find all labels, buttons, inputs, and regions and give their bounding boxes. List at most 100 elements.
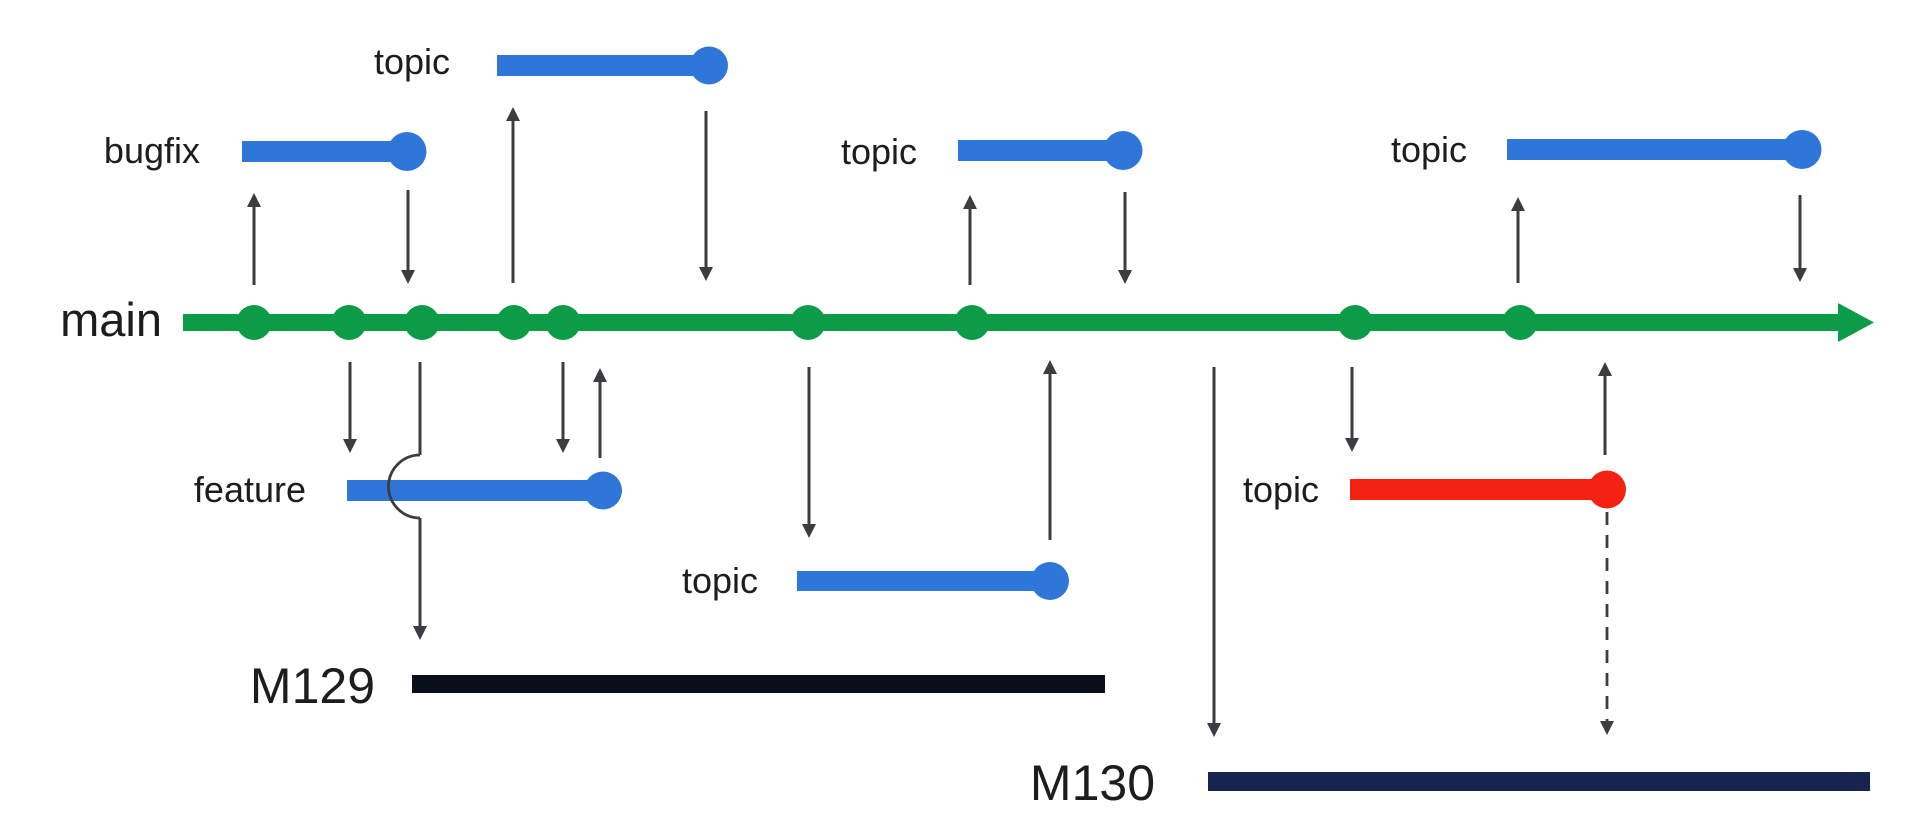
arrowhead-down-icon [1118, 270, 1132, 284]
release-arrow-m129 [387, 362, 427, 640]
branch-line [242, 141, 394, 162]
branch-off-arrow-bugfix [247, 193, 261, 285]
arrowhead-up-icon [1598, 362, 1612, 376]
branch-off-arrow-topic-red [1345, 367, 1359, 452]
arrowhead-down-icon [802, 524, 816, 538]
branch-off-arrow-topic-top [506, 107, 520, 283]
branch-line [497, 55, 693, 76]
arrow-shaft [406, 190, 410, 270]
merge-arrow-topic-middle [1118, 192, 1132, 284]
branch-topic-middle [958, 131, 1143, 170]
commit-dot [496, 305, 532, 340]
branch-line [347, 480, 589, 501]
branch-off-arrow-topic-middle [963, 195, 977, 285]
milestone-label: M129 [250, 658, 375, 714]
branch-feature [347, 471, 622, 510]
branch-head-dot [1103, 131, 1143, 170]
commit-dot [545, 305, 581, 340]
branch-off-arrow-feature [343, 362, 357, 453]
arrow-shaft [1603, 376, 1607, 455]
branch-line [1350, 479, 1594, 500]
arrow-shaft [418, 518, 422, 626]
arrow-shaft [1048, 374, 1052, 540]
branch-head-dot [1031, 562, 1069, 600]
branch-line [1507, 139, 1789, 160]
commit-dot [1337, 305, 1373, 340]
arrow-shaft [968, 209, 972, 285]
release-arrow-m130 [1207, 367, 1221, 737]
arrow-shaft [1798, 195, 1802, 268]
arrow-shaft [348, 362, 352, 439]
arrowhead-up-icon [1511, 197, 1525, 211]
main-branch-line [183, 314, 1839, 331]
commit-dot [954, 305, 990, 340]
milestone-label: M130 [1030, 755, 1155, 811]
update-arrow-main-to-feature [556, 362, 570, 453]
arrow-shaft [1212, 367, 1216, 723]
arrow-shaft [598, 382, 602, 458]
blue-branches [242, 46, 1822, 600]
milestone-m130: M130 [1030, 755, 1870, 811]
line-hop-arc [387, 453, 421, 520]
branch-bugfix [242, 132, 427, 171]
branch-head-dot [387, 132, 427, 171]
branch-label-topic-lower: topic [682, 560, 758, 601]
commit-dot [1502, 305, 1538, 340]
branch-topic-right [1507, 130, 1822, 169]
dashed-arrow-topic-red-to-m130 [1600, 512, 1614, 735]
commit-dot [404, 305, 440, 340]
arrow-shaft [252, 207, 256, 285]
branch-off-arrow-topic-lower [802, 367, 816, 538]
arrow-shaft [1516, 211, 1520, 283]
branch-topic-lower [797, 562, 1069, 600]
arrowhead-down-icon [413, 626, 427, 640]
arrowhead-down-icon [1207, 723, 1221, 737]
branch-off-arrow-topic-right [1511, 197, 1525, 283]
milestone-m129: M129 [250, 658, 1105, 714]
arrowhead-up-icon [1043, 360, 1057, 374]
main-branch: main [60, 293, 1874, 346]
arrowhead-up-icon [593, 368, 607, 382]
main-branch-label: main [60, 293, 162, 346]
milestone-bar [1208, 772, 1870, 791]
arrow-shaft [511, 121, 515, 283]
arrow-shaft [1350, 367, 1354, 438]
merge-arrow-feature [593, 368, 607, 458]
arrowhead-down-icon [1793, 268, 1807, 282]
commit-dot [790, 305, 826, 340]
branch-topic-top [497, 46, 728, 85]
arrow-shaft [807, 367, 811, 524]
merge-arrow-topic-top [699, 111, 713, 281]
merge-arrow-topic-right [1793, 195, 1807, 282]
arrowhead-down-icon [556, 439, 570, 453]
branch-label-bugfix: bugfix [104, 130, 200, 171]
branch-label-topic-top: topic [374, 41, 450, 82]
arrow-shaft [1123, 192, 1127, 270]
arrowhead-up-icon [506, 107, 520, 121]
merge-arrow-topic-lower [1043, 360, 1057, 540]
branch-topic-red [1350, 470, 1626, 509]
merge-arrow-topic-red [1598, 362, 1612, 455]
arrow-shaft [418, 362, 422, 455]
main-branch-arrowhead-icon [1838, 303, 1874, 342]
arrow-shaft [561, 362, 565, 439]
branch-line [958, 140, 1110, 161]
milestone-bar [412, 675, 1105, 693]
flow-arrows [247, 107, 1807, 737]
branch-head-dot [1782, 130, 1822, 169]
arrowhead-down-icon [1600, 721, 1614, 735]
arrowhead-down-icon [401, 270, 415, 284]
arrowhead-up-icon [247, 193, 261, 207]
branch-label-topic-red: topic [1243, 469, 1319, 510]
arrowhead-down-icon [343, 439, 357, 453]
branch-head-dot [584, 471, 622, 510]
commit-dot [331, 305, 367, 340]
arrowhead-up-icon [963, 195, 977, 209]
branch-head-dot [690, 46, 728, 85]
commit-dots [236, 305, 1538, 340]
branch-label-topic-middle: topic [841, 131, 917, 172]
branch-head-dot [1588, 470, 1626, 509]
commit-dot [236, 305, 272, 340]
